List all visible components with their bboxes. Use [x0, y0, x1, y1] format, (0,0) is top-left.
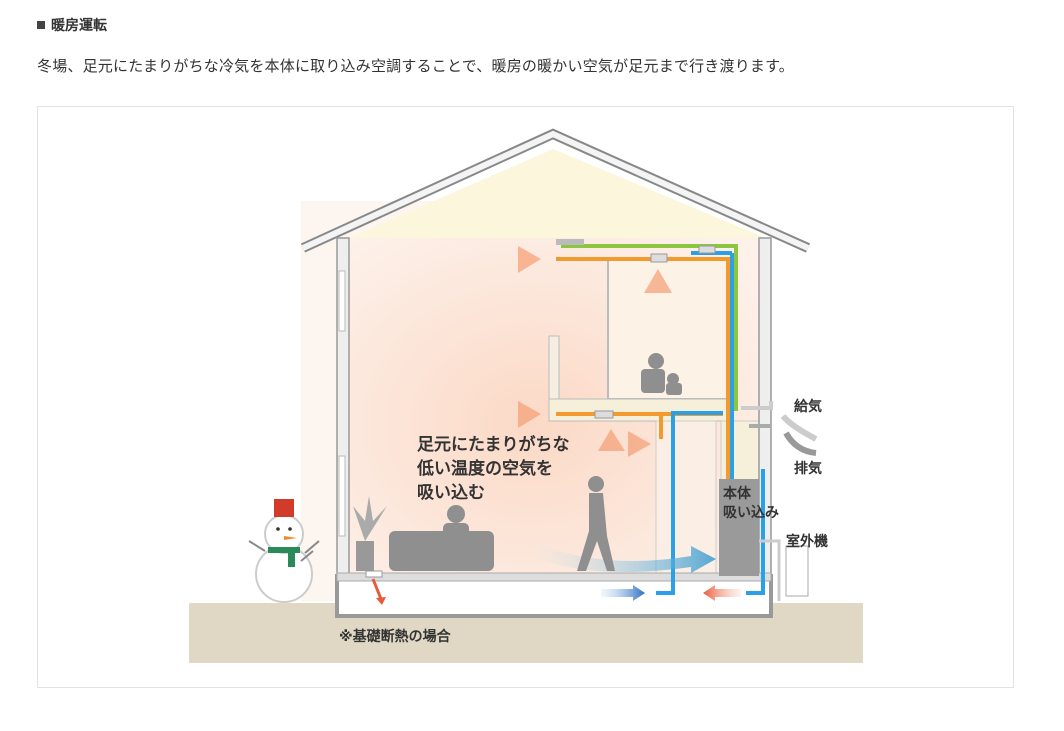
snowman-icon	[248, 499, 320, 603]
section-description: 冬場、足元にたまりがちな冷気を本体に取り込み空調することで、暖房の暖かい空気が足…	[37, 57, 795, 75]
callout-line-3: 吸い込む	[417, 483, 485, 503]
heating-diagram: 足元にたまりがちな 低い温度の空気を 吸い込む 給気 排気 本体 吸い込み 室外…	[37, 106, 1014, 688]
cold-air-flow-arrow	[531, 541, 716, 573]
callout-line-1: 足元にたまりがちな	[417, 434, 570, 455]
supply-air-arrow	[780, 414, 818, 442]
section-heading: 暖房運転	[37, 15, 107, 35]
red-flow-arrow	[703, 585, 741, 601]
heading-bullet-icon	[37, 21, 45, 29]
foundation	[335, 574, 773, 618]
exhaust-air-arrow	[783, 431, 817, 456]
callout-line-2: 低い温度の空気を	[416, 458, 553, 479]
section-title: 暖房運転	[51, 18, 107, 34]
house-illustration: 足元にたまりがちな 低い温度の空気を 吸い込む 給気 排気 本体 吸い込み 室外…	[189, 128, 863, 663]
outdoor-unit	[785, 545, 809, 597]
exhaust-air-label: 排気	[794, 460, 822, 477]
warm-air-arrows	[518, 246, 672, 457]
outdoor-unit-label: 室外機	[786, 533, 828, 550]
attic	[349, 149, 766, 238]
foundation-note: ※基礎断熱の場合	[339, 628, 452, 645]
unit-intake-label-1: 本体	[723, 485, 752, 502]
people-silhouettes	[353, 353, 682, 571]
indoor-unit	[719, 479, 759, 576]
supply-air-label: 給気	[794, 398, 822, 415]
blue-flow-arrow	[601, 585, 645, 601]
unit-intake-label-2: 吸い込み	[723, 504, 779, 521]
